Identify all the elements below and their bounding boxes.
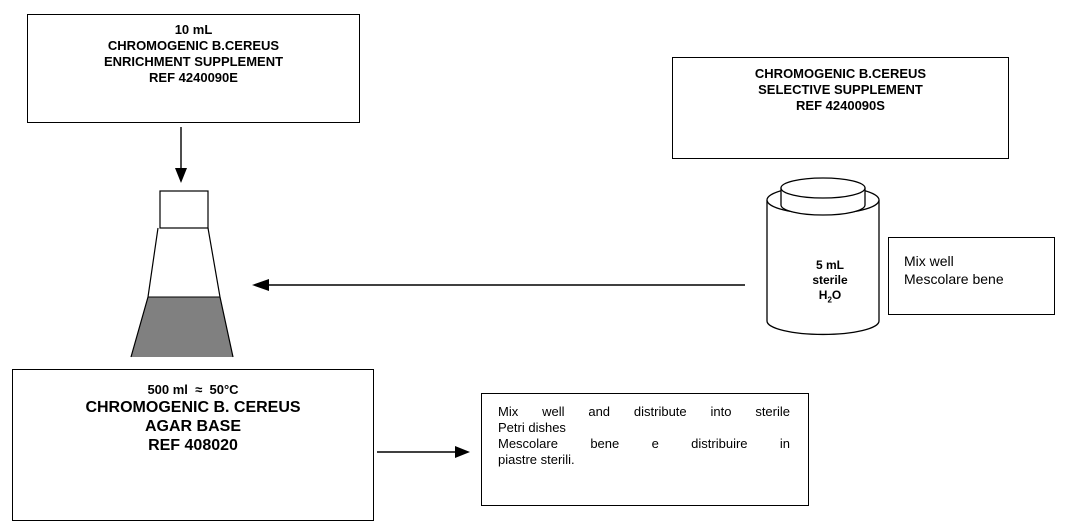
distribute-it-line2: piastre sterili. [498,452,575,467]
flask-liquid [131,297,233,357]
enrichment-name-line2: ENRICHMENT SUPPLEMENT [103,54,284,69]
distribute-en-line1: Mix well and distribute into sterile [498,404,790,419]
jar-sterile: sterile [812,273,848,287]
arrow-agar-to-distribute [377,446,470,458]
selective-name-line2: SELECTIVE SUPPLEMENT [758,82,923,97]
selective-name-line1: CHROMOGENIC B.CEREUS [754,66,927,81]
enrichment-volume: 10 mL [174,22,213,37]
arrow-enrich-to-flask [175,127,187,183]
mix-well-box: Mix well Mescolare bene [888,237,1055,315]
selective-supplement-box: CHROMOGENIC B.CEREUS SELECTIVE SUPPLEMEN… [672,57,1009,159]
agar-name-line1: CHROMOGENIC B. CEREUS [85,399,301,416]
enrichment-name-line1: CHROMOGENIC B.CEREUS [107,38,280,53]
jar-icon [766,177,880,336]
agar-name-line2: AGAR BASE [144,418,241,435]
enrichment-ref: REF 4240090E [149,70,238,85]
jar-volume: 5 mL [815,258,844,272]
mix-well-en: Mix well [904,253,954,269]
jar-water: H2O [818,288,842,305]
selective-ref: REF 4240090S [796,98,885,113]
agar-ref: REF 408020 [148,437,238,454]
jar-label: 5 mL sterile H2O [790,258,870,305]
arrow-jar-to-flask [252,279,745,291]
distribute-it-line1: Mescolare bene e distribuire in [498,436,790,451]
agar-volume-temp: 500 ml ≈ 50°C [147,382,239,397]
mix-well-it: Mescolare bene [904,271,1004,287]
agar-base-box: 500 ml ≈ 50°C CHROMOGENIC B. CEREUS AGAR… [12,369,374,521]
distribute-en-line2: Petri dishes [498,420,566,435]
enrichment-supplement-box: 10 mL CHROMOGENIC B.CEREUS ENRICHMENT SU… [27,14,360,123]
flask-icon [130,190,234,358]
distribute-instructions-box: Mix well and distribute into sterile Pet… [481,393,809,506]
